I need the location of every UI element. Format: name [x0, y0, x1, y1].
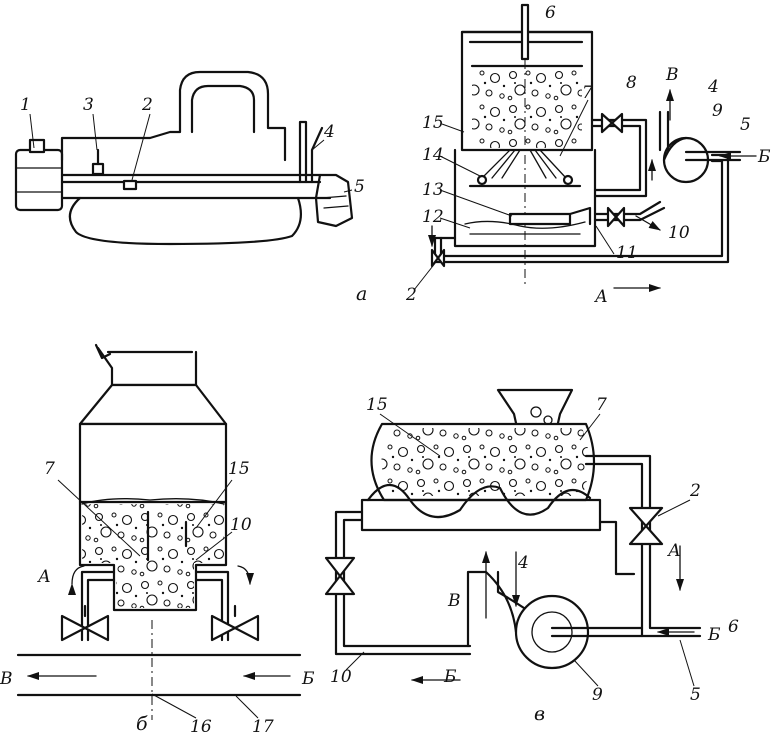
callout-label: 2 — [689, 481, 701, 501]
callout-label: А — [37, 567, 51, 587]
callout-label: В — [665, 65, 679, 85]
callout-label: Б — [301, 669, 315, 689]
callout-label: 7 — [596, 395, 607, 415]
callout-label: Б — [707, 625, 721, 645]
panel-b-vertical-heater — [16, 343, 302, 720]
caption-v: в — [534, 703, 545, 725]
callout-label: 10 — [668, 223, 690, 243]
panel-a-tractor — [14, 70, 354, 246]
callout-label: 1 — [20, 95, 31, 115]
callout-label: 15 — [228, 459, 250, 479]
callout-label: 17 — [252, 717, 274, 737]
callout-label: 4 — [323, 122, 335, 142]
panel-v-drum-heater — [324, 388, 702, 684]
callout-label: 6 — [545, 3, 556, 23]
callout-label: 4 — [707, 77, 719, 97]
caption-b: б — [136, 713, 148, 735]
callout-label: 10 — [330, 667, 352, 687]
callout-label: 10 — [230, 515, 252, 535]
callout-label: А — [594, 287, 608, 307]
callout-label: 5 — [354, 177, 365, 197]
callout-label: 7 — [44, 459, 55, 479]
callout-label: 5 — [690, 685, 701, 705]
callout-label: 8 — [626, 73, 637, 93]
callout-label: 12 — [422, 207, 444, 227]
panel-a-tractor-labels: 1 3 2 4 5 — [20, 95, 365, 197]
callout-label: А — [667, 541, 681, 561]
callout-label: 7 — [582, 83, 593, 103]
callout-label: 2 — [405, 285, 417, 305]
callout-label: 4 — [517, 553, 529, 573]
callout-label: 2 — [141, 95, 153, 115]
callout-label: Б — [757, 147, 771, 167]
panel-a-heater-labels: 6 15 7 8 В 4 9 5 Б 14 13 12 11 10 2 А а — [356, 3, 771, 307]
callout-label: 15 — [366, 395, 388, 415]
callout-label: Б — [443, 667, 457, 687]
callout-label: 6 — [728, 617, 739, 637]
callout-label: 9 — [712, 101, 723, 121]
callout-label: 5 — [740, 115, 751, 135]
callout-label: 11 — [616, 243, 638, 263]
callout-label: 13 — [422, 180, 444, 200]
callout-label: 15 — [422, 113, 444, 133]
callout-label: 16 — [190, 717, 212, 737]
callout-label: В — [0, 669, 13, 689]
callout-label: 9 — [592, 685, 603, 705]
callout-label: В — [447, 591, 461, 611]
panel-b-labels: 7 15 10 А В Б 16 17 б — [0, 459, 315, 737]
callout-label: 14 — [422, 145, 444, 165]
callout-label: 3 — [83, 95, 94, 115]
caption-a: а — [356, 283, 367, 305]
panel-v-labels: 15 7 2 А В 4 Б 10 Б 9 5 6 в — [330, 395, 739, 725]
panel-a-heater — [428, 3, 757, 292]
